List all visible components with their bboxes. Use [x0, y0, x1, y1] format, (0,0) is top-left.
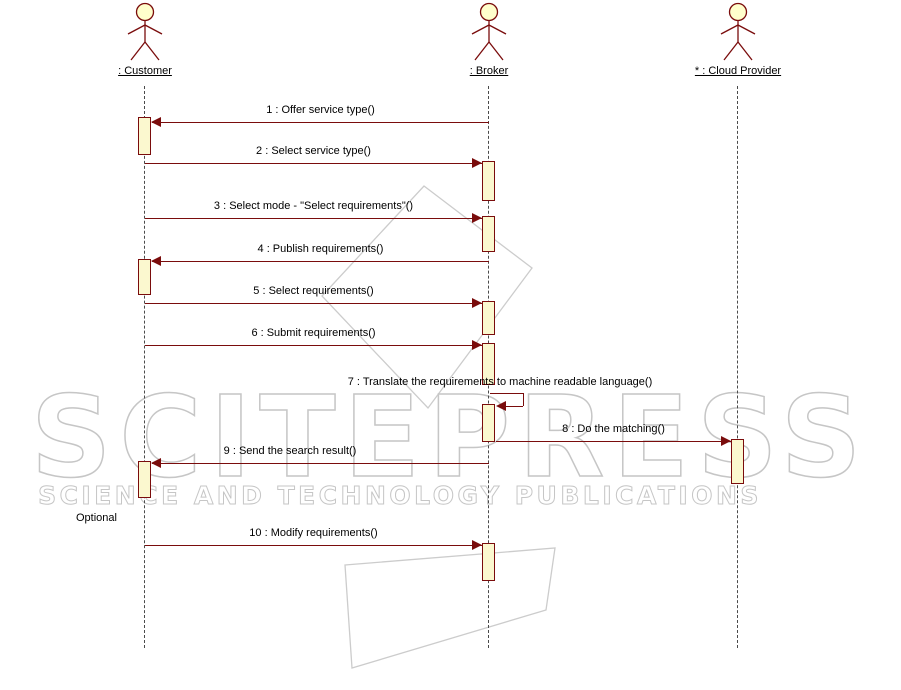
optional-annotation: Optional: [76, 512, 117, 524]
actor-customer-label: : Customer: [118, 65, 172, 77]
arrowhead-right-icon: [472, 340, 482, 350]
actor-broker-icon: [471, 2, 507, 61]
message-label-4: 4 : Publish requirements(): [257, 243, 384, 255]
message-arrow-10: [145, 545, 482, 546]
activation-broker-4: [482, 343, 495, 385]
actor-customer-icon: [127, 2, 163, 61]
watermark-subtitle-text: SCIENCE AND TECHNOLOGY PUBLICATIONS: [38, 481, 762, 510]
arrowhead-left-icon: [151, 256, 161, 266]
arrowhead-right-icon: [472, 213, 482, 223]
actor-broker-label: : Broker: [469, 65, 509, 77]
actor-cloud-provider-icon: [720, 2, 756, 61]
lifeline-cloud-provider: [737, 86, 738, 648]
lifeline-customer: [144, 86, 145, 648]
message-label-2: 2 : Select service type(): [256, 145, 371, 157]
arrowhead-left-icon: [151, 117, 161, 127]
activation-broker-2: [482, 216, 495, 252]
message-label-1: 1 : Offer service type(): [266, 104, 375, 116]
arrowhead-right-icon: [472, 540, 482, 550]
activation-cloud-provider-1: [731, 439, 744, 484]
activation-customer-2: [138, 259, 151, 295]
message-label-5: 5 : Select requirements(): [253, 285, 374, 297]
message-self-arrow-7: [523, 393, 524, 406]
actor-customer: : Customer: [85, 2, 205, 77]
message-arrow-8: [496, 441, 731, 442]
arrowhead-right-icon: [472, 298, 482, 308]
message-arrow-9: [152, 463, 489, 464]
message-arrow-4: [152, 261, 489, 262]
message-label-7: 7 : Translate the requirements to machin…: [347, 376, 653, 388]
message-arrow-3: [145, 218, 482, 219]
actor-broker: : Broker: [429, 2, 549, 77]
activation-customer-1: [138, 117, 151, 155]
actor-cloud-provider: * : Cloud Provider: [678, 2, 798, 77]
actor-cloud-provider-label: * : Cloud Provider: [694, 65, 782, 77]
message-label-9: 9 : Send the search result(): [223, 445, 357, 457]
message-arrow-1: [152, 122, 489, 123]
arrowhead-right-icon: [721, 436, 731, 446]
arrowhead-right-icon: [472, 158, 482, 168]
activation-customer-3: [138, 461, 151, 498]
message-label-3: 3 : Select mode - "Select requirements"(…: [213, 200, 414, 212]
watermark-diamond-shape: [321, 185, 533, 410]
activation-broker-5: [482, 404, 495, 442]
arrowhead-left-icon: [496, 401, 506, 411]
message-label-6: 6 : Submit requirements(): [251, 327, 376, 339]
activation-broker-1: [482, 161, 495, 201]
message-self-arrow-7: [498, 406, 523, 407]
activation-broker-6: [482, 543, 495, 581]
activation-broker-3: [482, 301, 495, 335]
message-arrow-2: [145, 163, 482, 164]
message-arrow-6: [145, 345, 482, 346]
message-label-8: 8 : Do the matching(): [562, 423, 665, 435]
message-label-10: 10 : Modify requirements(): [249, 527, 378, 539]
message-self-arrow-7: [490, 393, 523, 394]
message-arrow-5: [145, 303, 482, 304]
arrowhead-left-icon: [151, 458, 161, 468]
watermark-band-shape: [344, 547, 556, 669]
